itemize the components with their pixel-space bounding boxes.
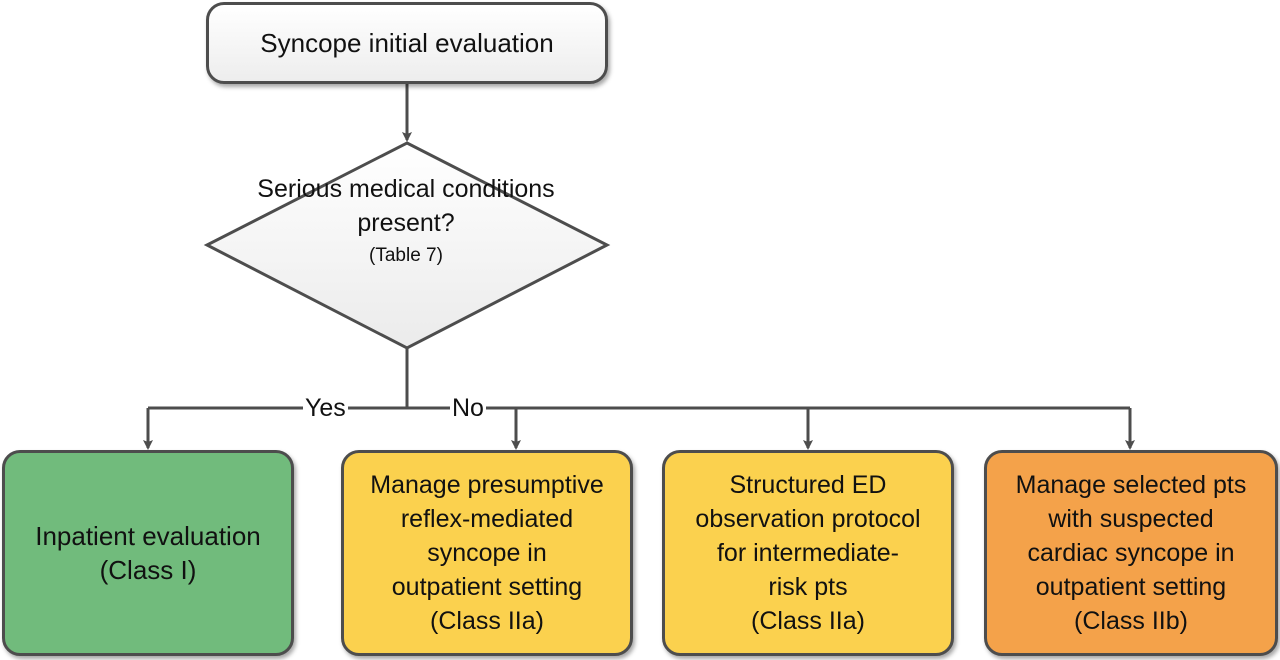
decision-line-1: Serious [257, 175, 343, 203]
outcome-line: syncope in [427, 539, 547, 567]
outcome-line: Structured ED [729, 471, 887, 499]
decision-diamond [203, 141, 611, 350]
outcome-ed-observation-protocol: Structured ED observation protocol for i… [662, 450, 954, 656]
outcome-line: for intermediate- [716, 539, 900, 567]
outcome-inpatient-evaluation: Inpatient evaluation (Class I) [2, 450, 294, 656]
outcome-line: reflex-mediated [400, 505, 574, 533]
outcome-suspected-cardiac-syncope: Manage selected pts with suspected cardi… [984, 450, 1278, 656]
outcome-line: Manage selected pts [1015, 471, 1247, 499]
outcome-line: outpatient setting [391, 573, 583, 601]
outcome-class-label: (Class I) [99, 555, 197, 585]
decision-line-2: medical conditions [349, 175, 555, 203]
outcome-line: Manage presumptive [370, 471, 604, 499]
outcome-reflex-mediated-syncope: Manage presumptive reflex-mediated synco… [341, 450, 633, 656]
outcome-line: Inpatient evaluation [35, 521, 261, 551]
decision-table-reference: (Table 7) [369, 245, 443, 266]
outcome-line: risk pts [768, 573, 848, 601]
outcome-line: with suspected [1048, 505, 1214, 533]
outcome-line: observation protocol [695, 505, 921, 533]
no-branch-label: No [450, 394, 486, 422]
outcome-line: cardiac syncope in [1027, 539, 1235, 567]
outcome-class-label: (Class IIa) [751, 607, 865, 635]
outcome-line: outpatient setting [1035, 573, 1227, 601]
outcome-class-label: (Class IIb) [1074, 607, 1188, 635]
start-node-initial-evaluation: Syncope initial evaluation [206, 2, 608, 84]
decision-line-3: present? [357, 209, 455, 237]
outcome-class-label: (Class IIa) [430, 607, 544, 635]
decision-node-text: Serious medical conditions present? (Tab… [256, 172, 556, 272]
start-node-label: Syncope initial evaluation [260, 28, 554, 58]
yes-branch-label: Yes [303, 394, 348, 422]
